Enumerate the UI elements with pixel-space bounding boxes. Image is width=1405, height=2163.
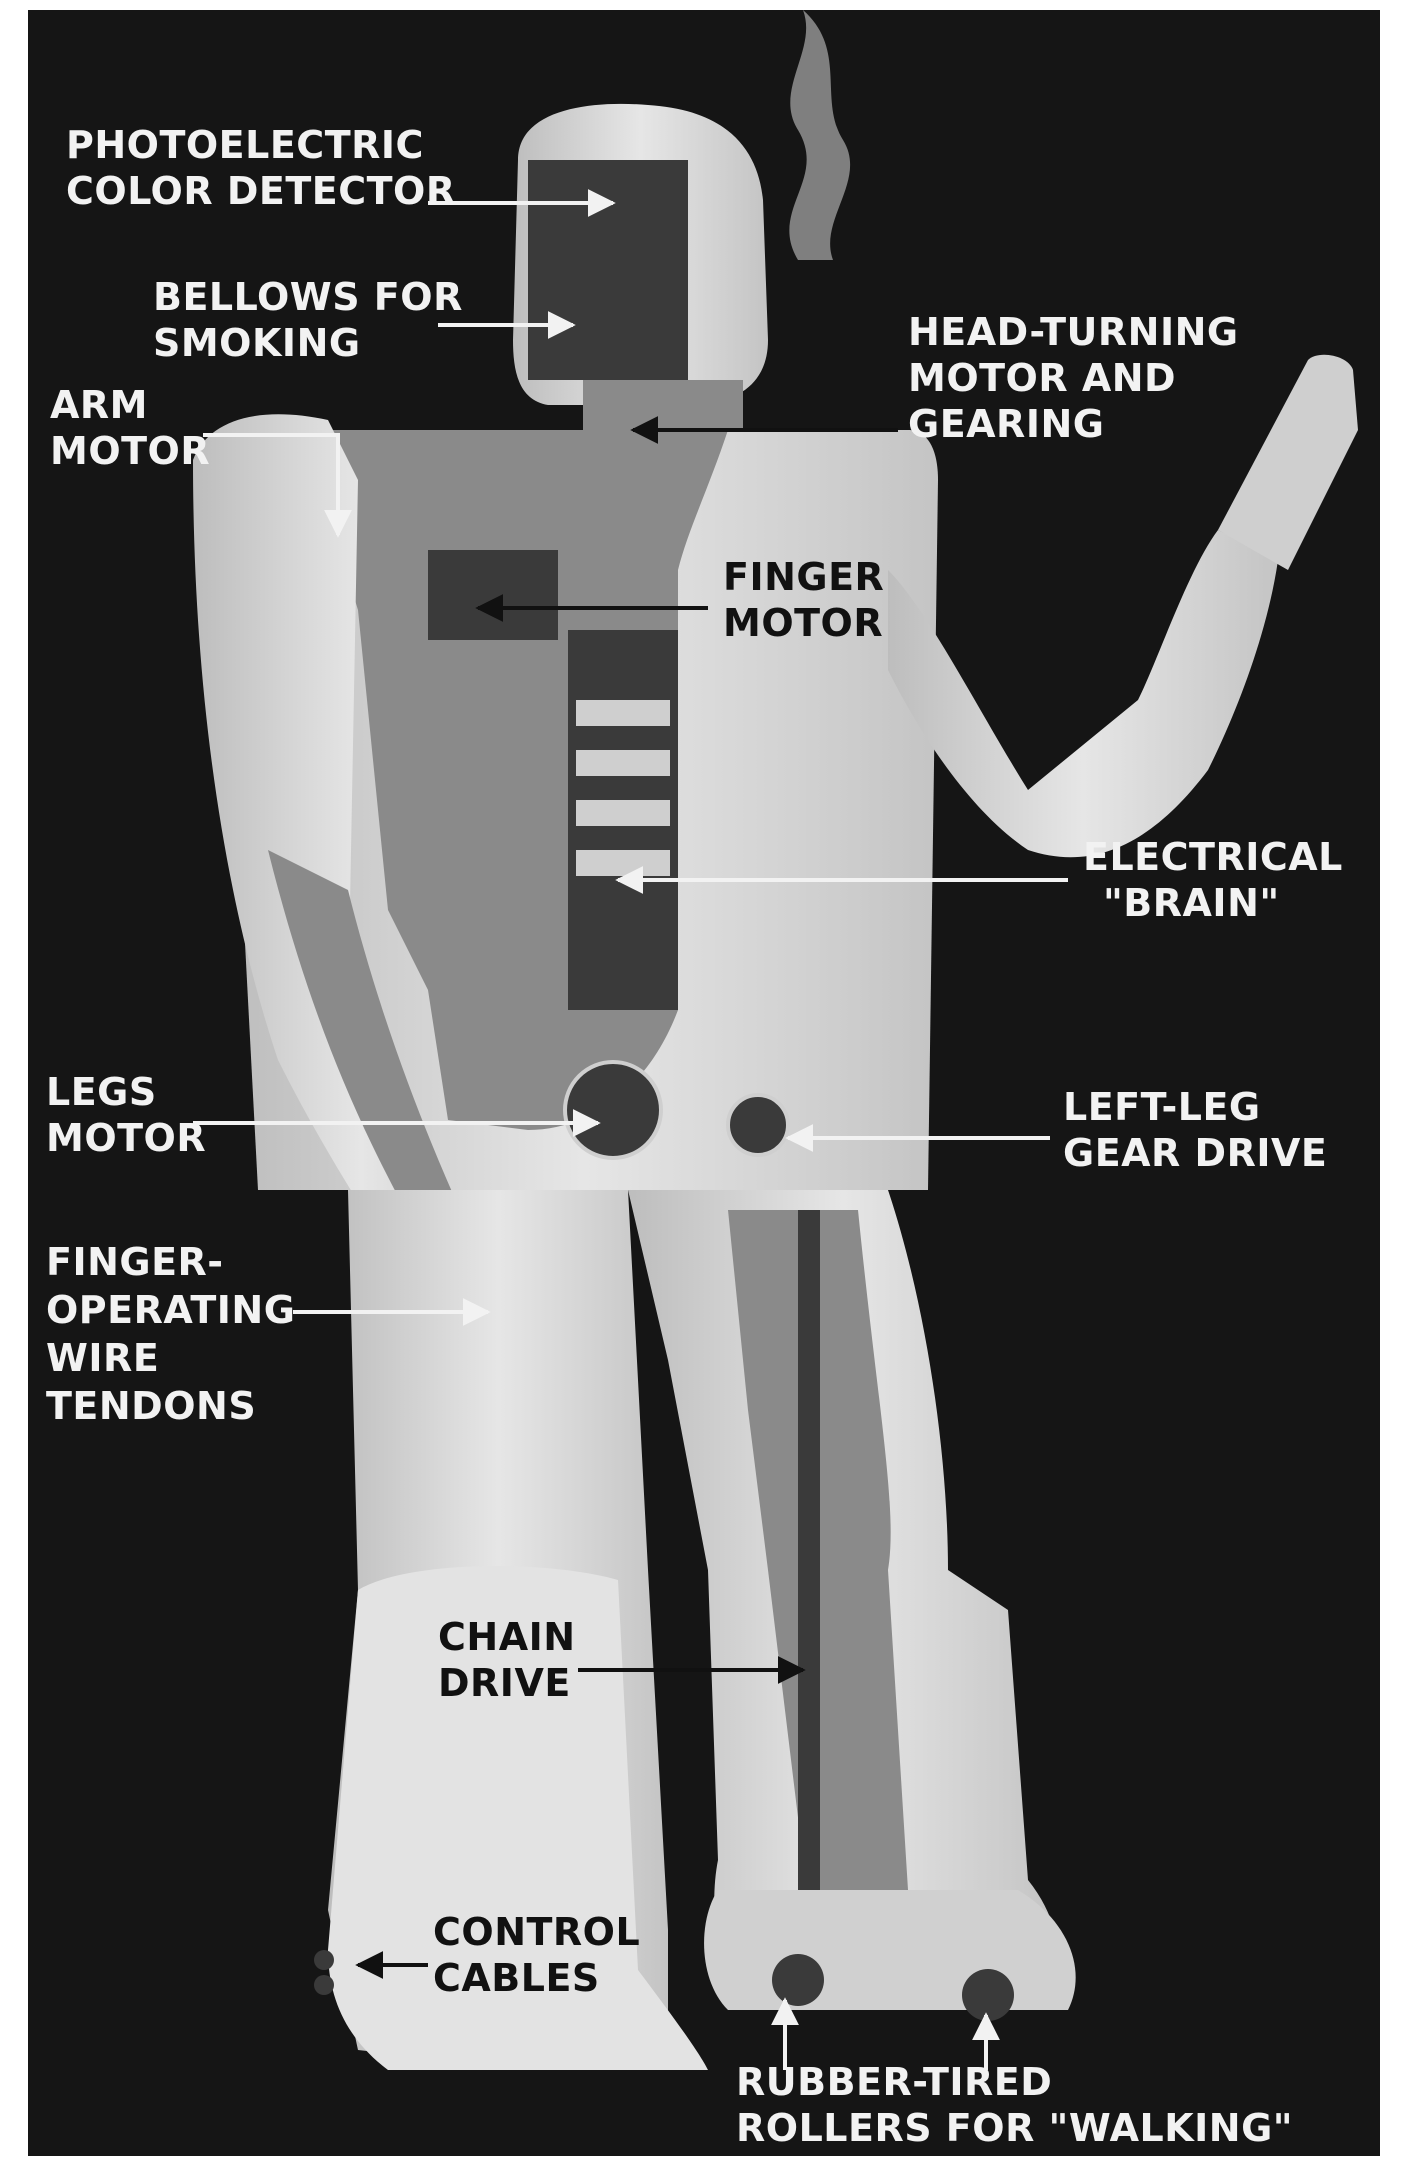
finger-motor-box [428,550,558,640]
label-tendons-line4: TENDONS [46,1384,256,1428]
label-photoelectric-line1: PHOTOELECTRIC [66,123,424,167]
label-chain-drive-line2: DRIVE [438,1661,571,1705]
brain-plate-2 [576,750,670,776]
label-rollers-line2: ROLLERS FOR "WALKING" [736,2106,1293,2150]
label-head-turning-line3: GEARING [908,402,1104,446]
label-tendons-line2: OPERATING [46,1288,295,1332]
label-chain-drive-line1: CHAIN [438,1615,576,1659]
head-interior [528,160,688,380]
left-leg-gear [728,1095,788,1155]
chain-drive-bar [798,1210,820,1890]
label-brain-line1: ELECTRICAL [1083,835,1343,879]
label-bellows-line2: SMOKING [153,321,361,365]
label-left-leg-line2: GEAR DRIVE [1063,1131,1327,1175]
left-boot-base [704,1890,1076,2010]
label-legs-motor-line2: MOTOR [46,1116,206,1160]
roller-front [772,1954,824,2006]
label-left-leg-line1: LEFT-LEG [1063,1085,1261,1129]
roller-back [962,1969,1014,2021]
label-arm-motor-line1: ARM [50,383,148,427]
label-tendons-line1: FINGER- [46,1240,224,1284]
brain-plate-3 [576,800,670,826]
label-photoelectric-line2: COLOR DETECTOR [66,169,456,213]
label-head-turning-line1: HEAD-TURNING [908,310,1239,354]
label-brain-line2: "BRAIN" [1103,881,1280,925]
label-rollers-line1: RUBBER-TIRED [736,2060,1052,2104]
label-finger-motor-line1: FINGER [723,555,884,599]
label-control-cables-line2: CABLES [433,1956,600,2000]
label-head-turning-line2: MOTOR AND [908,356,1176,400]
robot-cutaway-diagram: PHOTOELECTRIC COLOR DETECTOR BELLOWS FOR… [28,10,1380,2156]
brain-plate-4 [576,850,670,876]
label-bellows-line1: BELLOWS FOR [153,275,463,319]
label-arm-motor-line2: MOTOR [50,429,210,473]
cable-plug-2 [314,1975,334,1995]
brain-plate-1 [576,700,670,726]
label-control-cables-line1: CONTROL [433,1910,640,1954]
label-legs-motor-line1: LEGS [46,1070,157,1114]
label-tendons-line3: WIRE [46,1336,159,1380]
legs-motor-disc [565,1062,661,1158]
label-finger-motor-line2: MOTOR [723,601,883,645]
cable-plug-1 [314,1950,334,1970]
